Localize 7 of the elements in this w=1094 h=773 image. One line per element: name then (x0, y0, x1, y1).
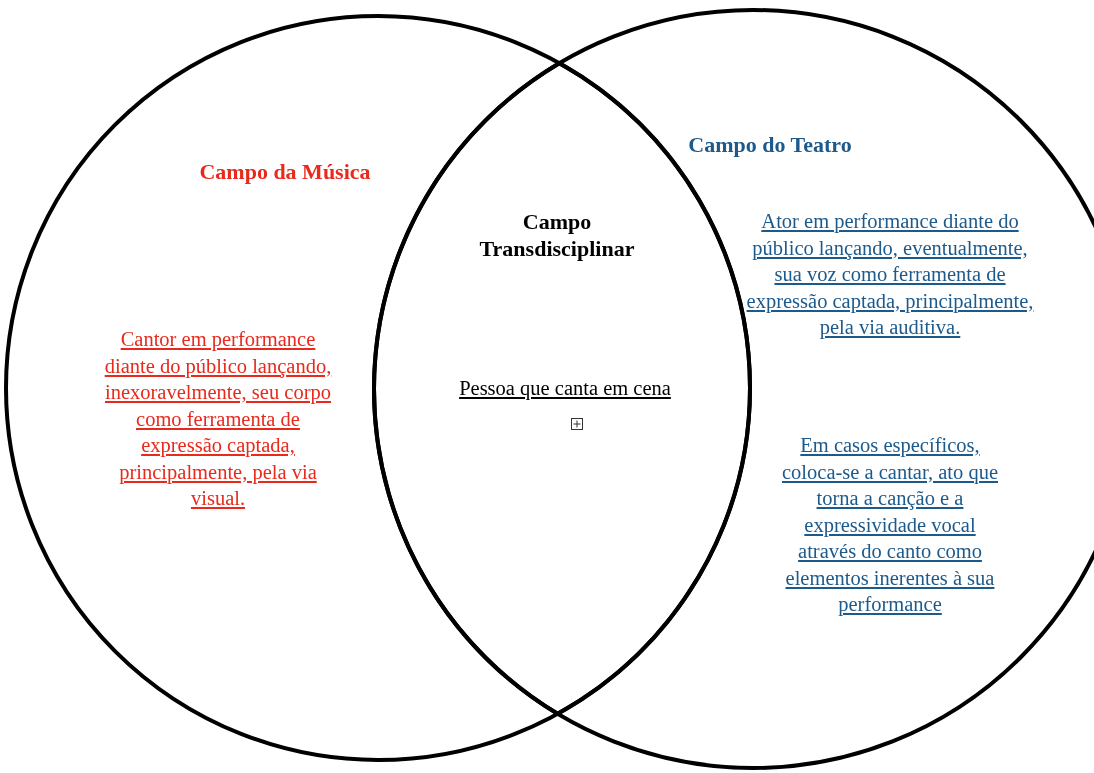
description-text: Em casos específicos, coloca-se a cantar, ato que torna a canção e a expressividade vocal através do canto como elementos inerentes à sua performance (781, 433, 999, 618)
description-text: Cantor em performance diante do público lançando, inexoravelmente, seu corpo como ferramenta de expressão captada, principalmente, pela via visual. (103, 327, 333, 511)
description-text: Ator em performance diante do público lançando, eventualmente, sua voz como ferramenta de expressão captada, principalmente, pela via auditiva. (745, 209, 1035, 341)
field-title: Campo Transdisciplinar (478, 208, 636, 262)
field-title: Campo do Teatro (687, 131, 853, 158)
field-title: Campo da Música (198, 158, 372, 185)
description-text: Pessoa que canta em cena (458, 376, 672, 402)
